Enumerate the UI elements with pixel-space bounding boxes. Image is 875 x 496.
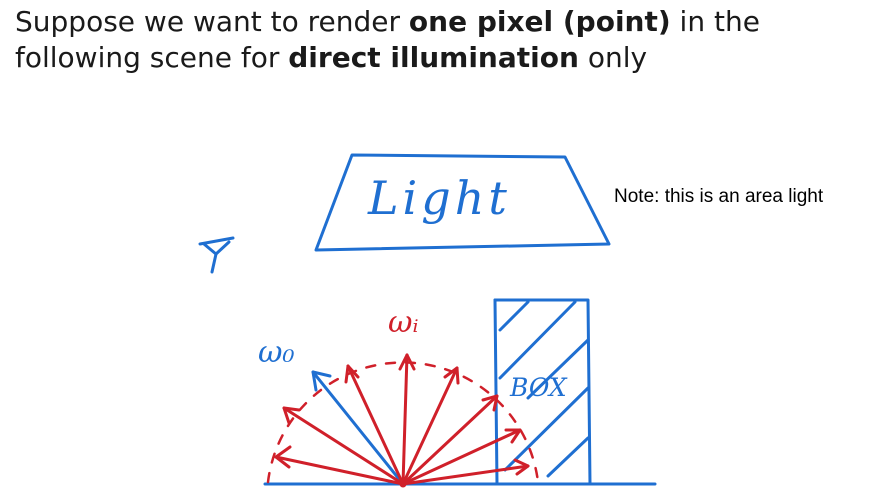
incoming-direction-arrows (274, 353, 530, 486)
shading-point (399, 480, 407, 488)
ray-3 (346, 364, 405, 486)
camera-sketch-icon (198, 236, 235, 274)
ray-5 (401, 366, 459, 486)
ray-4 (401, 353, 409, 486)
light-label: Light (367, 171, 511, 225)
wi-label: ωᵢ (388, 305, 419, 340)
ray-8 (401, 464, 530, 486)
ray-2 (282, 406, 405, 486)
area-light-shape (314, 153, 611, 252)
title-bold-direct-illumination: direct illumination (288, 41, 579, 74)
box-object: BOX (493, 298, 592, 486)
hemisphere-dashed (266, 361, 540, 484)
slide-title: Suppose we want to render one pixel (poi… (15, 4, 865, 76)
ray-7 (401, 428, 522, 486)
box-label: BOX (509, 373, 568, 402)
outgoing-direction-arrow (311, 370, 405, 486)
ray-1 (274, 455, 405, 486)
title-part-1: Suppose we want to render (15, 5, 409, 38)
title-bold-one-pixel: one pixel (point) (408, 5, 671, 38)
title-part-2: in the following scene for (15, 5, 760, 74)
title-part-3: only (578, 41, 648, 74)
ray-6 (401, 394, 499, 486)
area-light-note: Note: this is an area light (614, 186, 824, 207)
wo-label: ω₀ (258, 335, 295, 370)
